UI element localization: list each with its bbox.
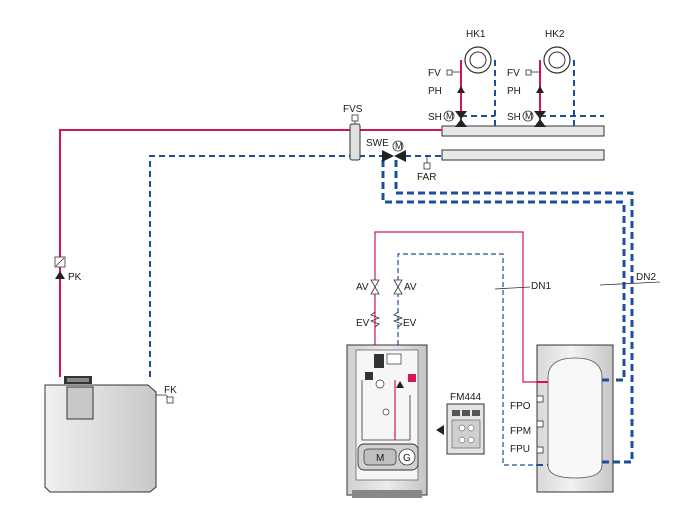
hk1-sh-label: SH [428,112,442,123]
mixing-valve-icon [382,150,394,162]
fpm-sensor [536,420,544,428]
fvs-separator [349,114,361,161]
chp-supply-line [374,231,537,383]
generator-label: G [403,453,411,464]
hk1-ph-label: PH [428,86,442,97]
fm444-label: FM444 [450,392,482,403]
shutoff-valve-icon [393,279,403,288]
sensor-icon [536,395,544,403]
far-label: FAR [417,172,436,183]
motor-icon [392,140,404,152]
hk1-label: HK1 [466,29,486,40]
swe-valve: M [382,140,406,162]
far-sensor [423,156,431,170]
fpu-label: FPU [510,444,530,455]
svg-text:M: M [446,111,454,121]
heating-circuit-hk1: M [443,46,496,127]
av-valve-right [393,279,403,295]
svg-text:M: M [525,111,533,121]
swe-label: SWE [366,138,389,149]
dn2-line [381,160,661,464]
hk2-sh-label: SH [507,112,521,123]
fpo-label: FPO [510,401,531,412]
ev-bellows-left [369,311,381,328]
av-valve-left [370,279,380,295]
chp-unit [346,344,428,498]
boiler-return-line [149,155,442,377]
sensor-icon [536,420,544,428]
heating-circuit-hk2: M [522,46,604,127]
motor-label: M [376,453,384,464]
sensor-icon [423,162,431,170]
fpm-label: FPM [510,426,531,437]
sensor-icon [446,69,453,76]
ev-left-label: EV [356,318,370,329]
sensor-icon [536,446,544,454]
dn1-label: DN1 [531,281,551,292]
radiator-icon [464,46,492,74]
pump-icon [457,86,465,93]
fvs-label: FVS [343,104,363,115]
fm444-module [436,403,485,455]
ev-right-label: EV [403,318,417,329]
shutoff-valve-icon [370,279,380,288]
pk-label: PK [68,272,82,283]
pump-icon [396,381,404,388]
fpo-sensor [536,395,544,403]
radiator-icon [543,46,571,74]
svg-text:M: M [395,141,403,151]
sensor-icon [525,69,532,76]
hk2-fv-label: FV [507,68,520,79]
hk1-fv-label: FV [428,68,441,79]
boiler-supply-line [59,129,442,377]
sensor-icon [166,396,174,404]
ev-bellows-right [392,311,404,328]
hk2-label: HK2 [545,29,565,40]
pk-pump-group [54,256,66,279]
pump-icon [55,271,65,279]
av-right-label: AV [404,282,417,293]
distribution-manifold [441,125,605,161]
arrow-left-icon [436,425,444,435]
pump-icon [536,86,544,93]
av-left-label: AV [356,282,369,293]
fk-sensor [156,394,174,404]
generator-icon [398,448,416,466]
motor-icon [522,110,534,122]
mixing-valve-icon [455,111,467,119]
hk2-ph-label: PH [507,86,521,97]
dn2-label: DN2 [636,272,656,283]
sensor-icon [351,114,359,122]
fk-label: FK [164,385,177,396]
boiler-unit [44,376,157,493]
buffer-tank [536,344,614,493]
fpu-sensor [536,446,544,454]
mixing-valve-icon [534,111,546,119]
motor-icon [443,110,455,122]
